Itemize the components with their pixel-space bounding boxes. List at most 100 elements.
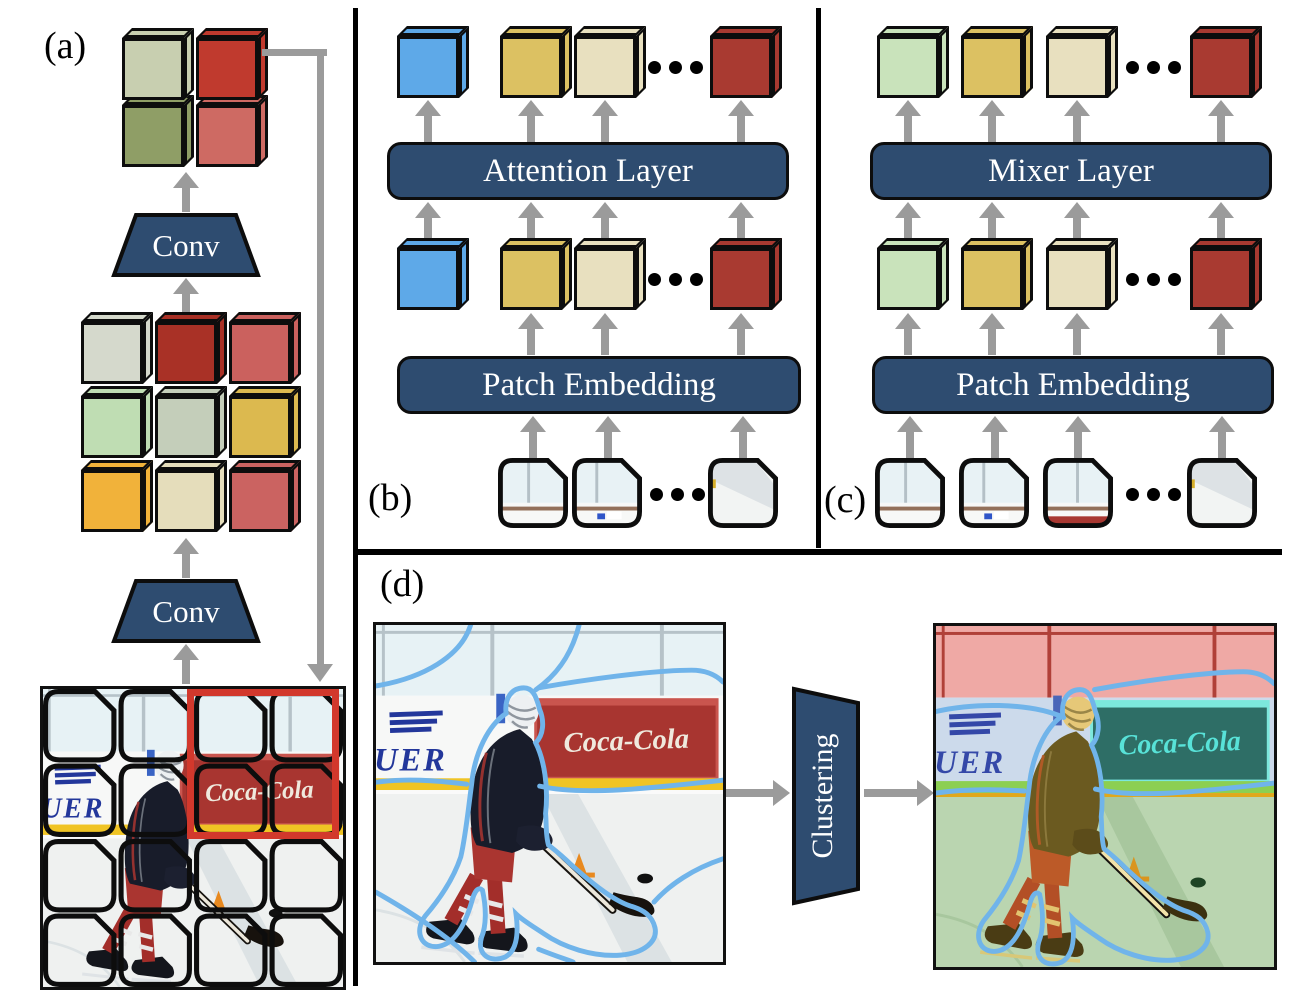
feature-cube — [229, 396, 291, 458]
arrow-right-icon — [726, 780, 790, 806]
arrow-up-icon — [592, 202, 618, 244]
feature-cube — [122, 105, 184, 167]
image-patch — [1187, 458, 1257, 528]
feature-cube — [81, 470, 143, 532]
arrow-up-icon — [518, 202, 544, 244]
token-cube — [877, 248, 939, 310]
arrow-up-icon — [1208, 313, 1234, 355]
arrow-up-icon — [730, 416, 756, 458]
token-cube — [710, 36, 772, 98]
patch-embedding-block: Patch Embedding — [872, 356, 1274, 414]
arrow-up-icon — [1208, 202, 1234, 244]
token-cube — [574, 36, 636, 98]
arrow-up-icon — [897, 416, 923, 458]
conv-block: Conv — [111, 213, 261, 277]
arrow-up-icon — [173, 278, 199, 318]
token-cube — [710, 248, 772, 310]
image-patch — [572, 458, 642, 528]
arrow-up-icon — [728, 100, 754, 142]
feature-cube — [122, 38, 184, 100]
highlighted-patch-region — [187, 689, 339, 839]
feature-cube — [196, 105, 258, 167]
hockey-image-clustered — [936, 626, 1274, 967]
arrow-up-icon — [415, 100, 441, 142]
arrow-up-icon — [595, 416, 621, 458]
arrow-up-icon — [1208, 100, 1234, 142]
arrow-up-icon — [895, 202, 921, 244]
conv-block: Conv — [111, 579, 261, 643]
feature-cube — [155, 322, 217, 384]
arrow-up-icon — [728, 202, 754, 244]
arrow-up-icon — [979, 100, 1005, 142]
segmented-image-original — [373, 622, 726, 965]
patch-embedding-label: Patch Embedding — [482, 366, 716, 403]
panel-a-label: (a) — [44, 25, 87, 67]
token-cube — [500, 36, 562, 98]
token-cube — [1190, 248, 1252, 310]
image-patch — [1043, 458, 1113, 528]
feature-cube — [196, 38, 258, 100]
arrow-up-icon — [173, 172, 199, 212]
arrow-right-icon — [864, 780, 934, 806]
token-cube — [961, 36, 1023, 98]
arrow-up-icon — [592, 100, 618, 142]
feature-cube — [81, 322, 143, 384]
token-cube — [1190, 36, 1252, 98]
clustering-block: Clustering — [792, 686, 860, 906]
patch-embedding-block: Patch Embedding — [397, 356, 801, 414]
token-cube — [397, 36, 459, 98]
token-cube — [1046, 36, 1108, 98]
divider-horizontal-d — [358, 549, 1282, 555]
panel-c-label: (c) — [824, 479, 867, 521]
patch-embedding-label: Patch Embedding — [956, 366, 1190, 403]
token-cube — [574, 248, 636, 310]
arrow-up-icon — [979, 313, 1005, 355]
arrow-up-icon — [173, 644, 199, 684]
input-image-patchified — [40, 686, 346, 990]
segmented-image-clustered — [933, 623, 1277, 970]
image-patch — [708, 458, 778, 528]
ellipsis-icon — [650, 488, 705, 501]
arrow-up-icon — [173, 538, 199, 578]
arrow-up-icon — [982, 416, 1008, 458]
arrow-up-icon — [518, 313, 544, 355]
ellipsis-icon — [1126, 273, 1181, 286]
arrow-up-icon — [415, 202, 441, 244]
arrow-up-icon — [895, 100, 921, 142]
svg-text:Conv: Conv — [152, 228, 220, 263]
token-cube — [961, 248, 1023, 310]
arrow-up-icon — [1065, 416, 1091, 458]
feature-cube — [229, 322, 291, 384]
arrow-down-icon — [307, 664, 333, 682]
arrow-up-icon — [518, 100, 544, 142]
ellipsis-icon — [1126, 61, 1181, 74]
arrow-up-icon — [1064, 100, 1090, 142]
panel-b-label: (b) — [368, 477, 413, 519]
skip-connector-horizontal — [262, 49, 327, 56]
attention-layer-block: Attention Layer — [387, 142, 789, 200]
svg-text:Conv: Conv — [152, 594, 220, 629]
arrow-up-icon — [728, 313, 754, 355]
attention-layer-label: Attention Layer — [483, 152, 693, 189]
image-patch — [498, 458, 568, 528]
ellipsis-icon — [648, 273, 703, 286]
divider-vertical-b-c — [816, 8, 821, 548]
svg-text:Clustering: Clustering — [806, 734, 839, 859]
token-cube — [397, 248, 459, 310]
arrow-up-icon — [1209, 416, 1235, 458]
feature-cube — [81, 396, 143, 458]
arrow-up-icon — [520, 416, 546, 458]
divider-vertical-a-b — [353, 8, 358, 986]
image-patch — [959, 458, 1029, 528]
token-cube — [877, 36, 939, 98]
arrow-up-icon — [895, 313, 921, 355]
mixer-layer-block: Mixer Layer — [870, 142, 1272, 200]
skip-connector-vertical — [317, 49, 324, 664]
arrow-up-icon — [979, 202, 1005, 244]
ellipsis-icon — [648, 61, 703, 74]
token-cube — [500, 248, 562, 310]
feature-cube — [155, 470, 217, 532]
image-patch — [875, 458, 945, 528]
arrow-up-icon — [592, 313, 618, 355]
